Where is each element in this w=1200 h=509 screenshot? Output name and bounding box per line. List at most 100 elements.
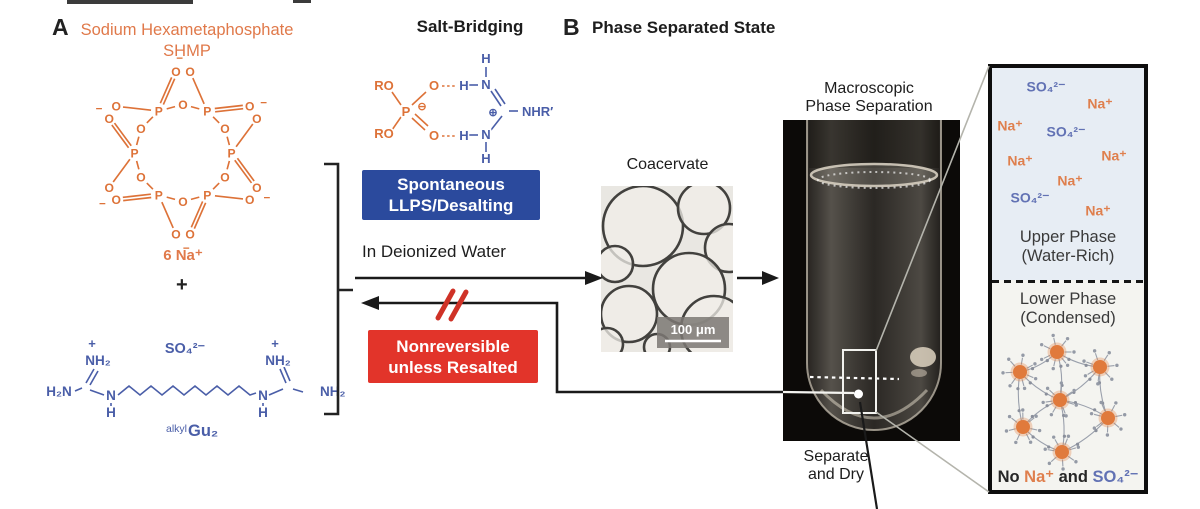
ion-layer: SO₄²⁻Na⁺Na⁺SO₄²⁻Na⁺Na⁺Na⁺SO₄²⁻Na⁺ — [992, 68, 1144, 280]
svg-text:N: N — [258, 388, 268, 403]
reflection-blob-small — [911, 369, 927, 377]
sulfate-ion-label: SO₄²⁻ — [1026, 78, 1066, 95]
no-salt-label: No Na⁺ and SO₄²⁻ — [992, 467, 1144, 487]
svg-text:O: O — [171, 65, 180, 79]
svg-text:H: H — [481, 51, 490, 66]
shmp-title-line2: SHMP — [163, 42, 211, 60]
sulfate-ion-label: SO₄²⁻ — [1046, 123, 1086, 140]
svg-text:O: O — [112, 193, 121, 207]
svg-text:P: P — [203, 104, 211, 118]
panel-b-label: B — [563, 14, 580, 40]
svg-text:P: P — [130, 146, 138, 160]
na-ion-word: Na⁺ — [1024, 468, 1054, 486]
svg-text:−: − — [183, 242, 190, 250]
tube-caption: Macroscopic Phase Separation — [769, 80, 969, 116]
pointer-line-white — [783, 390, 855, 395]
spontaneous-line2: LLPS/Desalting — [388, 196, 514, 215]
svg-text:O: O — [171, 228, 180, 242]
svg-text:O: O — [429, 78, 439, 93]
svg-text:O: O — [104, 112, 113, 126]
svg-text:P: P — [203, 188, 211, 202]
svg-text:−: − — [264, 192, 271, 205]
svg-text:H: H — [481, 151, 490, 166]
phase-inset-box: SO₄²⁻Na⁺Na⁺SO₄²⁻Na⁺Na⁺Na⁺SO₄²⁻Na⁺ Upper … — [988, 64, 1148, 494]
nonreversible-box: Nonreversible unless Resalted — [368, 330, 538, 383]
svg-text:NH₂: NH₂ — [320, 384, 345, 399]
svg-text:N: N — [481, 127, 490, 142]
reverse-arrow-head — [361, 296, 379, 310]
sodium-ion-label: Na⁺ — [1087, 95, 1113, 112]
inset-network — [1001, 333, 1127, 471]
svg-text:O: O — [252, 112, 261, 126]
no-word: No — [997, 468, 1020, 486]
separate-line1: Separate — [803, 448, 869, 465]
separate-and-dry-label: Separate and Dry — [756, 448, 916, 484]
svg-text:O: O — [178, 98, 187, 112]
sodium-ion-label: Na⁺ — [997, 117, 1023, 134]
svg-text:RO: RO — [374, 126, 394, 141]
blocked-reaction-slashes — [435, 288, 469, 322]
tube-caption-line2: Phase Separation — [805, 98, 933, 115]
svg-text:NHR′: NHR′ — [522, 104, 553, 119]
upper-phase-title2: (Water-Rich) — [1021, 247, 1115, 265]
coacervate-label: Coacervate — [626, 156, 709, 173]
spontaneous-line1: Spontaneous — [397, 175, 505, 194]
panel-a-label: A — [52, 14, 69, 40]
svg-text:+: + — [88, 336, 96, 351]
shmp-title-line1: Sodium Hexametaphosphate — [80, 21, 294, 39]
svg-text:O: O — [429, 128, 439, 143]
deionized-water-label: In Deionized Water — [362, 242, 506, 261]
svg-text:RO: RO — [374, 78, 394, 93]
crop-artifact-bar — [293, 0, 311, 3]
svg-text:H: H — [459, 128, 468, 143]
svg-text:P: P — [155, 188, 163, 202]
sodium-ion-label: Na⁺ — [1101, 147, 1127, 164]
gu2-label: Gu₂ — [188, 422, 218, 440]
svg-text:+: + — [271, 336, 279, 351]
svg-text:O: O — [185, 228, 194, 242]
svg-text:O: O — [104, 181, 113, 195]
sodium-ion-label: Na⁺ — [1007, 152, 1033, 169]
gu2-bonds — [74, 366, 304, 406]
tube-headspace — [809, 120, 939, 168]
svg-text:P: P — [155, 104, 163, 118]
svg-text:−: − — [96, 102, 103, 115]
scale-bar-label: 100 μm — [671, 322, 716, 337]
so4-ion-word: SO₄²⁻ — [1092, 468, 1139, 486]
svg-text:O: O — [245, 193, 254, 207]
svg-text:H: H — [459, 78, 468, 93]
svg-text:O: O — [136, 171, 145, 185]
tube-photo — [783, 120, 960, 441]
phase-divider-dashed — [992, 280, 1144, 283]
upper-phase-title1: Upper Phase — [1019, 228, 1117, 246]
sample-dot — [854, 389, 863, 399]
svg-text:O: O — [185, 65, 194, 79]
svg-text:O: O — [252, 181, 261, 195]
gu2-atoms: H₂N NH₂ N H NH₂ N H NH₂ SO₄²⁻ + + — [45, 335, 345, 422]
crop-artifact-bar — [67, 0, 193, 4]
tube-caption-line1: Macroscopic — [824, 80, 914, 97]
svg-text:⊖: ⊖ — [417, 101, 426, 113]
guanidinium-bonds — [469, 67, 518, 152]
sodium-ion-label: Na⁺ — [1085, 202, 1111, 219]
svg-text:P: P — [402, 104, 411, 119]
reflection-blob — [910, 347, 936, 367]
to-tube-arrow-head — [762, 271, 779, 285]
shmp-bonds — [111, 77, 255, 229]
plus-sign: + — [176, 274, 188, 296]
sulfate-ion-label: SO₄²⁻ — [1010, 189, 1050, 206]
svg-text:O: O — [112, 100, 121, 114]
shmp-title: Sodium Hexametaphosphate SHMP — [22, 20, 352, 62]
svg-text:O: O — [178, 195, 187, 209]
svg-text:O: O — [220, 171, 229, 185]
lower-phase-title2: (Condensed) — [1020, 309, 1116, 327]
svg-text:N: N — [481, 77, 490, 92]
sodium-ion-label: Na⁺ — [1057, 172, 1083, 189]
shmp-counter-ion: 6 Na⁺ — [163, 247, 203, 264]
gu2-structure: H₂N NH₂ N H NH₂ N H NH₂ SO₄²⁻ + + alkyl … — [45, 335, 345, 441]
nonreversible-line1: Nonreversible — [396, 336, 510, 356]
svg-text:O: O — [245, 100, 254, 114]
svg-text:O: O — [136, 122, 145, 136]
